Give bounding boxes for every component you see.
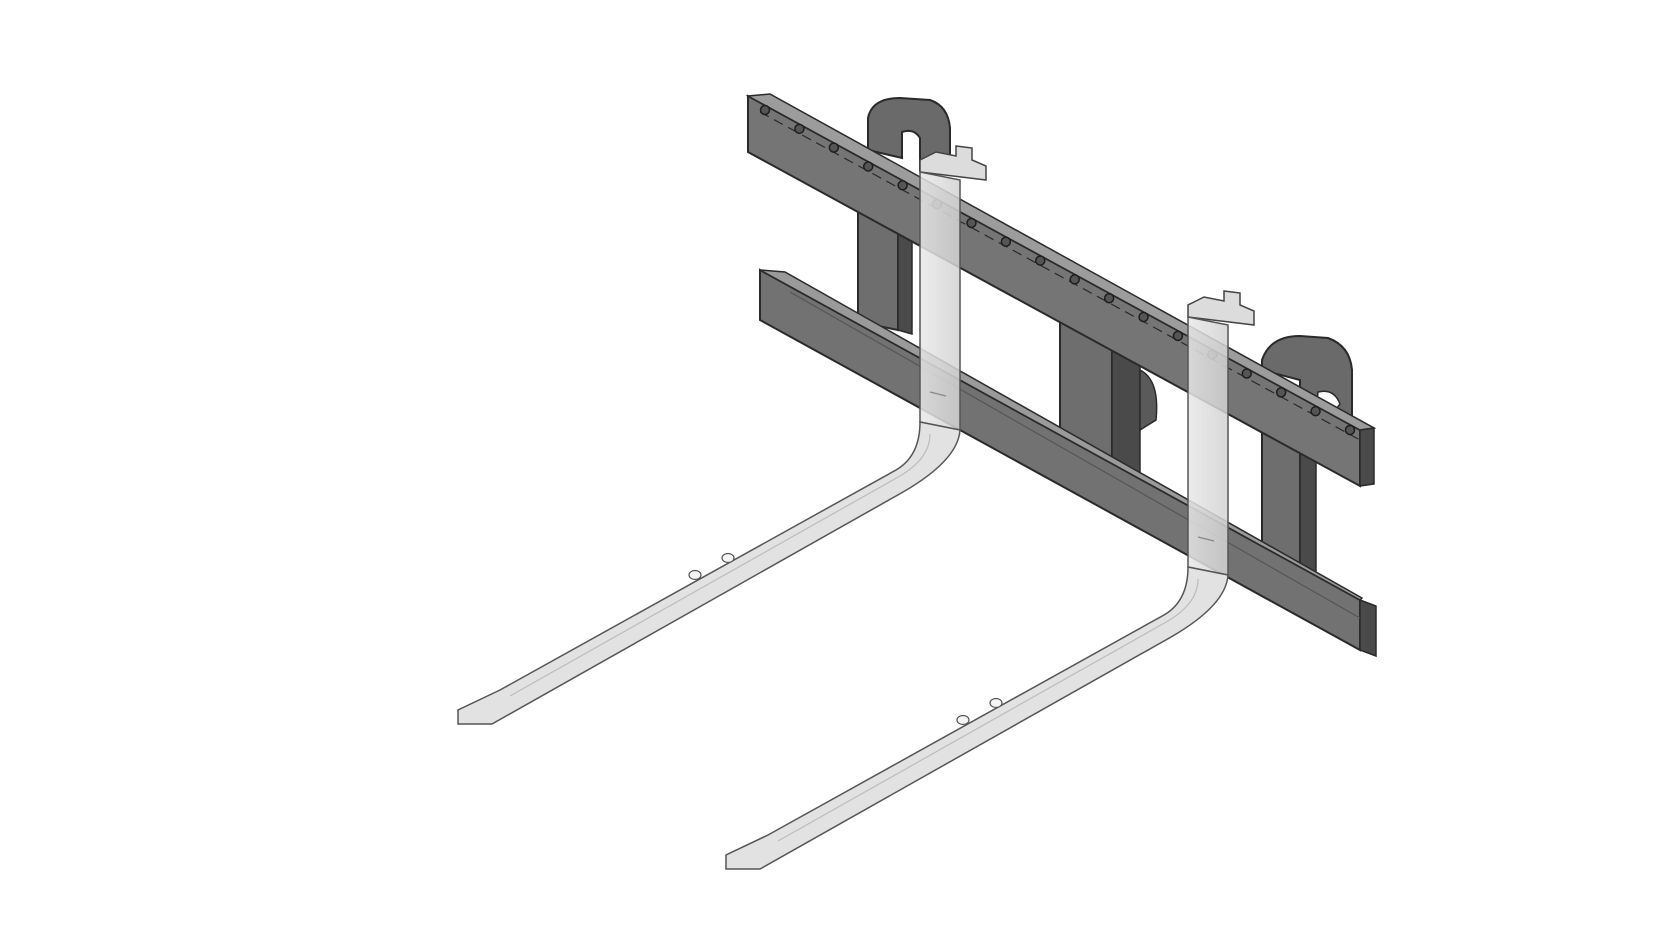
fork-mark: [1197, 536, 1215, 542]
fork-clamp: [919, 145, 987, 181]
bolt: [1172, 330, 1184, 342]
fork-mark: [929, 391, 947, 397]
bolt: [1069, 274, 1080, 285]
fork-edge-line: [509, 433, 931, 697]
left-mounting-hook: [867, 96, 951, 171]
bolt: [966, 217, 977, 229]
fork-hole: [688, 569, 702, 581]
bolt: [1310, 405, 1321, 417]
bolt: [862, 161, 874, 172]
bolt: [1103, 292, 1115, 304]
bolt: [1241, 368, 1253, 379]
bolt: [828, 142, 840, 153]
fork-tine: [457, 145, 987, 725]
forks-group: [457, 145, 1255, 870]
fork-hole: [721, 552, 735, 564]
fork-shank: [1187, 316, 1229, 576]
fork-blade: [725, 566, 1229, 870]
bolt: [794, 123, 805, 135]
bolt: [759, 104, 771, 116]
fork-shank: [919, 171, 961, 431]
bolt: [1344, 424, 1356, 436]
fork-tine: [725, 290, 1255, 870]
bolt: [1035, 255, 1046, 266]
fork-blade: [457, 421, 961, 725]
bolt-row: [759, 104, 1356, 436]
fork-edge-line: [777, 578, 1199, 842]
left-upright: [857, 198, 913, 335]
bolt: [897, 180, 908, 191]
bolt: [1000, 236, 1012, 248]
fork-hole: [989, 697, 1003, 709]
bolt: [1138, 311, 1149, 323]
fork-clamp: [1187, 290, 1255, 326]
fork-hole: [956, 714, 970, 726]
bolt: [1275, 387, 1287, 398]
